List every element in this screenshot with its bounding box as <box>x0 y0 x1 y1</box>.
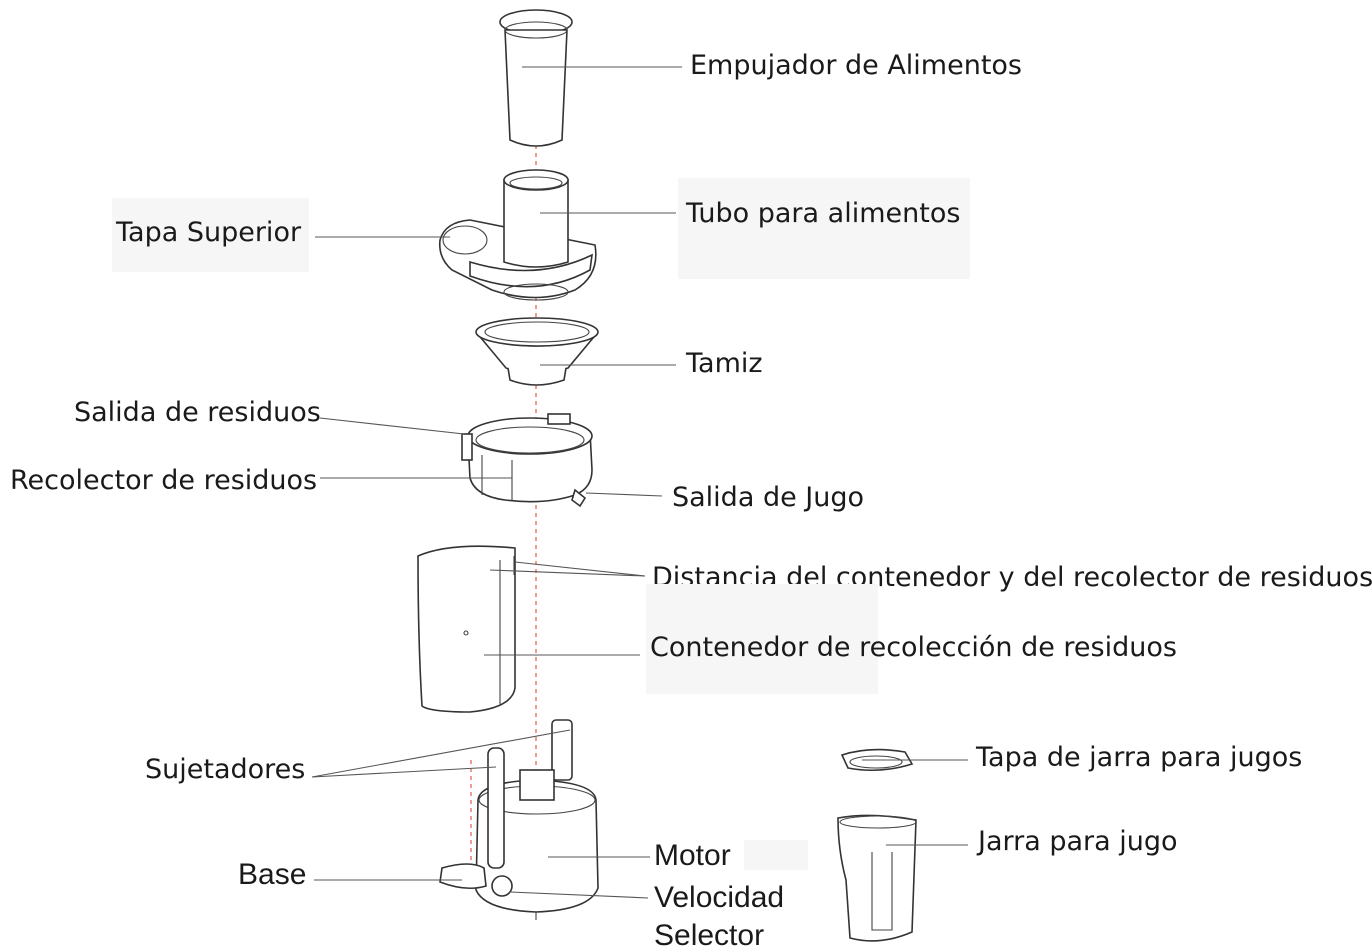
label-velocidad: Velocidad <box>654 881 785 914</box>
food-pusher-part <box>499 9 573 147</box>
pulp-container-part <box>417 545 516 713</box>
label-recolector-residuos: Recolector de residuos <box>10 465 318 496</box>
label-sujetadores: Sujetadores <box>145 754 306 785</box>
label-salida-jugo: Salida de Jugo <box>672 482 865 513</box>
sieve-part <box>475 317 599 386</box>
leader-lines <box>311 66 968 899</box>
highlight-patch <box>744 840 808 870</box>
label-contenedor-box <box>646 584 878 694</box>
label-jarra: Jarra para jugo <box>978 826 1178 857</box>
label-contenedor: Contenedor de recolección de residuos <box>650 632 1177 663</box>
label-tubo: Tubo para alimentos <box>678 178 971 279</box>
label-selector: Selector <box>654 919 765 952</box>
pulp-collector-part <box>461 413 593 508</box>
label-empujador: Empujador de Alimentos <box>690 50 1023 81</box>
motor-base-part <box>439 719 599 920</box>
label-motor: Motor <box>654 839 731 872</box>
juice-jug-part <box>837 814 917 942</box>
label-tapa-jarra: Tapa de jarra para jugos <box>976 742 1303 773</box>
top-lid-part <box>438 169 597 301</box>
label-base: Base <box>238 858 307 891</box>
label-salida-residuos: Salida de residuos <box>74 397 321 428</box>
label-tamiz: Tamiz <box>686 348 763 379</box>
label-tapa-superior: Tapa Superior <box>112 198 310 272</box>
